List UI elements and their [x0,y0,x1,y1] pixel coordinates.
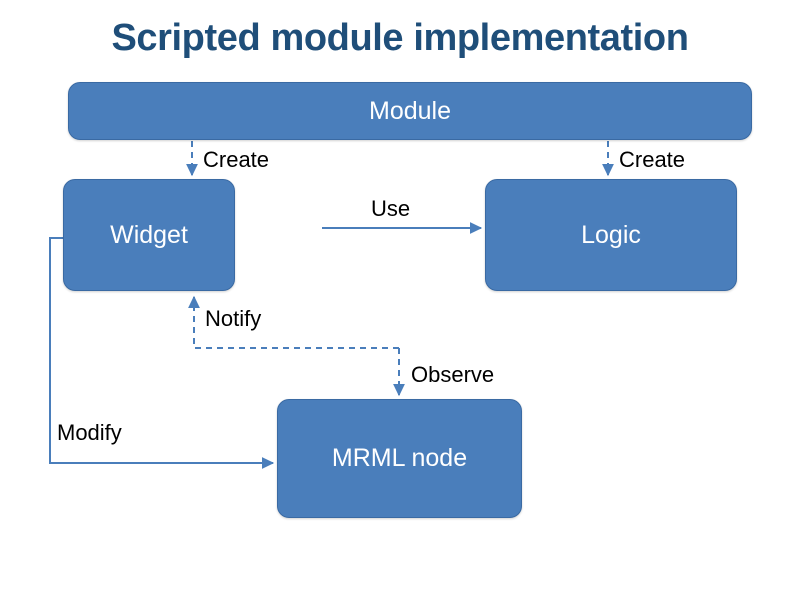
edge-label-modify: Modify [57,420,122,445]
edge-label-notify: Notify [205,306,262,331]
page-title: Scripted module implementation [111,17,689,59]
node-widget[interactable]: Widget [63,179,235,291]
edge-label-use: Use [371,196,411,221]
edge-label-create-left: Create [203,147,270,172]
edge-label-observe: Observe [411,362,495,387]
node-mrml[interactable]: MRML node [277,399,522,518]
node-module[interactable]: Module [68,82,752,140]
edge-label-create-right: Create [619,147,686,172]
slide-footer: Perk Queen’s UNIVERSITY Laboratory for P… [0,536,800,600]
node-logic[interactable]: Logic [485,179,737,291]
diagram-container: Module Widget Logic MRML node Create Cre… [49,82,752,518]
